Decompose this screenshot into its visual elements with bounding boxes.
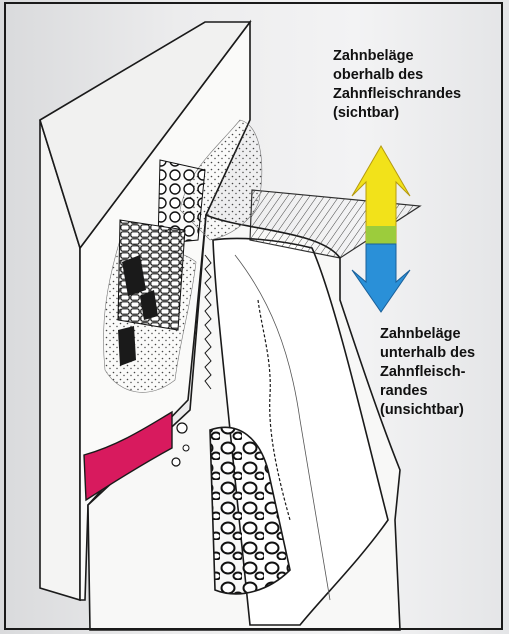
- illustration-border: [4, 2, 503, 630]
